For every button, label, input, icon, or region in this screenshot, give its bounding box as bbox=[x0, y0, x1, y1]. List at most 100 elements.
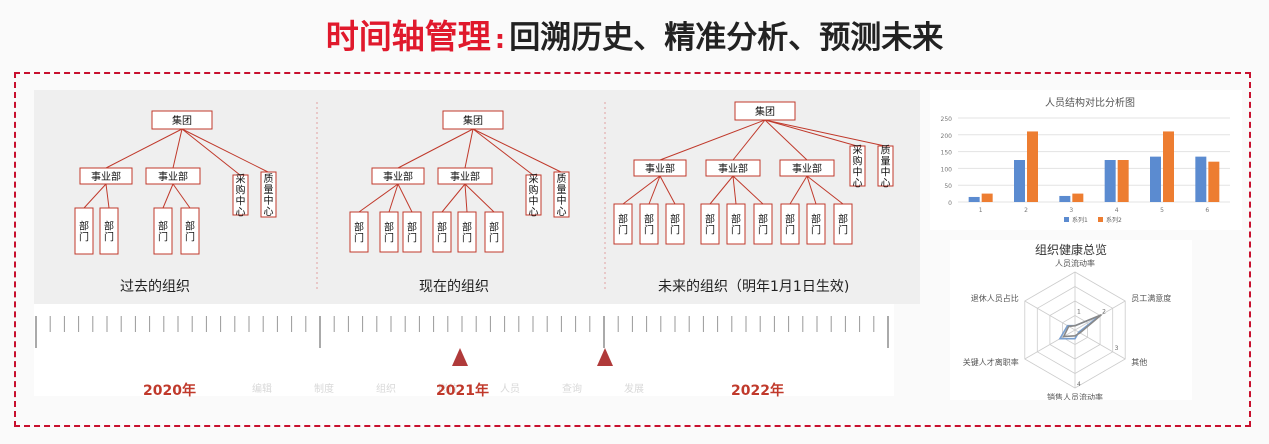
present-org-procure-node[interactable] bbox=[525, 174, 542, 216]
org-connector bbox=[441, 183, 466, 213]
present-org-dept-node-1-2-char: 部 bbox=[384, 221, 394, 234]
org-connector bbox=[397, 128, 474, 169]
past-org-dept-node-1-2[interactable] bbox=[99, 207, 119, 255]
present-org-dept-node-1-3-char: 门 bbox=[407, 232, 417, 245]
bar-1-1[interactable] bbox=[968, 196, 980, 202]
future-org-quality-node-char: 中 bbox=[881, 166, 891, 179]
present-org-dept-node-1-3[interactable] bbox=[402, 211, 422, 253]
radar-axis-label: 其他 bbox=[1131, 357, 1147, 367]
year-label-2020[interactable]: 2020年 bbox=[143, 383, 196, 399]
bar-2-2[interactable] bbox=[1027, 131, 1038, 202]
bar-2-6[interactable] bbox=[1208, 161, 1220, 202]
radar-spoke bbox=[1074, 329, 1126, 360]
future-org-dept-node-2-1-char: 部 bbox=[705, 213, 715, 226]
present-org-quality-node-char: 质 bbox=[557, 173, 567, 185]
past-org-procure-node-char: 中 bbox=[236, 195, 246, 208]
bar-x-tick: 2 bbox=[1024, 207, 1028, 214]
present-org-dept-node-2-2-char: 部 bbox=[462, 221, 472, 234]
future-org-procure-node-char: 购 bbox=[853, 155, 863, 168]
radar-spoke bbox=[1024, 329, 1076, 360]
past-org-dept-node-2-1-char: 门 bbox=[158, 231, 168, 244]
bar-1-5[interactable] bbox=[1150, 156, 1161, 202]
radar-tick: 1 bbox=[1077, 309, 1081, 316]
present-org-quality-node[interactable] bbox=[553, 171, 570, 218]
bar-y-tick: 50 bbox=[944, 183, 952, 190]
present-org-procure-node-char: 心 bbox=[529, 207, 539, 219]
future-org-dept-node-1-3[interactable] bbox=[665, 203, 685, 245]
future-org-procure-node-char: 采 bbox=[853, 145, 863, 157]
future-org-dept-node-2-3[interactable] bbox=[753, 203, 773, 245]
timeline-faded-label: 组织 bbox=[376, 382, 396, 395]
future-org-dept-node-2-1-char: 门 bbox=[705, 224, 715, 237]
timeline-faded-label: 人员 bbox=[500, 383, 520, 395]
bar-x-tick: 5 bbox=[1160, 207, 1164, 214]
future-org-dept-node-3-3[interactable] bbox=[833, 203, 853, 245]
org-connector bbox=[764, 119, 808, 161]
bar-2-3[interactable] bbox=[1072, 193, 1084, 202]
bar-1-2[interactable] bbox=[1014, 160, 1025, 202]
past-org-dept-node-2-1[interactable] bbox=[153, 207, 173, 255]
timeline-marker-present[interactable] bbox=[452, 348, 468, 366]
future-org-dept-node-3-1[interactable] bbox=[780, 203, 800, 245]
present-org-procure-node-char: 购 bbox=[529, 184, 539, 197]
radar-series-2[interactable] bbox=[1062, 314, 1102, 338]
radar-axis-label: 退休人员占比 bbox=[971, 293, 1019, 303]
past-org-quality-node[interactable] bbox=[260, 171, 277, 218]
future-org-dept-node-2-2[interactable] bbox=[726, 203, 746, 245]
present-org-dept-node-2-2[interactable] bbox=[457, 211, 477, 253]
org-charts-svg: 集团事业部部门部门事业部部门部门采购中心质量中心集团事业部部门部门部门事业部部门… bbox=[74, 101, 894, 290]
radar-axis-label: 人员流动率 bbox=[1055, 258, 1095, 268]
org-connector bbox=[172, 183, 191, 209]
radar-axis-label: 销售人员流动率 bbox=[1047, 392, 1103, 400]
present-org-division-node-1-label: 事业部 bbox=[383, 170, 413, 183]
org-connector bbox=[464, 128, 474, 169]
bar-2-5[interactable] bbox=[1163, 131, 1174, 202]
legend-swatch bbox=[1064, 217, 1069, 222]
year-label-2021[interactable]: 2021年 bbox=[436, 383, 489, 399]
bar-1-4[interactable] bbox=[1104, 160, 1116, 202]
bar-2-1[interactable] bbox=[981, 193, 993, 202]
past-org-division-node-2-label: 事业部 bbox=[158, 170, 188, 183]
future-org-dept-node-1-1[interactable] bbox=[613, 203, 633, 245]
past-org-dept-node-2-2[interactable] bbox=[180, 207, 200, 255]
org-connector bbox=[388, 183, 399, 213]
radar-title: 组织健康总览 bbox=[1035, 242, 1107, 257]
org-connector bbox=[789, 175, 808, 205]
bar-y-tick: 0 bbox=[948, 200, 952, 207]
bar-1-6[interactable] bbox=[1195, 156, 1207, 202]
present-org-dept-node-1-1[interactable] bbox=[349, 211, 369, 253]
past-org-quality-node-char: 量 bbox=[264, 184, 274, 196]
bar-x-tick: 1 bbox=[979, 207, 983, 214]
future-org-quality-node-char: 量 bbox=[881, 156, 891, 168]
present-org-procure-node-char: 中 bbox=[529, 195, 539, 208]
year-label-2022[interactable]: 2022年 bbox=[731, 383, 784, 399]
past-org-dept-node-2-2-char: 部 bbox=[185, 220, 195, 233]
present-org-dept-node-2-3[interactable] bbox=[484, 211, 504, 253]
future-org-dept-node-1-2[interactable] bbox=[639, 203, 659, 245]
future-org-dept-node-2-3-char: 部 bbox=[758, 213, 768, 226]
radar-axis-label: 关键人才离职率 bbox=[963, 357, 1019, 367]
future-org-caption[interactable]: 未来的组织（明年1月1日生效) bbox=[658, 279, 850, 295]
bar-1-3[interactable] bbox=[1059, 195, 1071, 202]
future-org-dept-node-2-3-char: 门 bbox=[758, 224, 768, 237]
past-org-caption[interactable]: 过去的组织 bbox=[120, 279, 190, 295]
future-org-dept-node-2-1[interactable] bbox=[700, 203, 720, 245]
future-org-dept-node-3-2[interactable] bbox=[806, 203, 826, 245]
present-org-dept-node-2-1[interactable] bbox=[432, 211, 452, 253]
org-connector bbox=[83, 183, 107, 209]
future-org-division-node-2-label: 事业部 bbox=[718, 162, 748, 175]
present-org-dept-node-1-2[interactable] bbox=[379, 211, 399, 253]
past-org-procure-node[interactable] bbox=[232, 174, 249, 216]
radar-tick: 2 bbox=[1102, 309, 1106, 316]
past-org-dept-node-1-2-char: 门 bbox=[104, 231, 114, 244]
timeline-marker-future[interactable] bbox=[597, 348, 613, 366]
org-connector bbox=[472, 128, 534, 176]
bar-2-4[interactable] bbox=[1117, 160, 1129, 202]
present-org-dept-node-1-1-char: 门 bbox=[354, 232, 364, 245]
past-org-procure-node-char: 购 bbox=[236, 184, 246, 197]
future-org-procure-node[interactable] bbox=[849, 145, 866, 187]
future-org-procure-node-char: 心 bbox=[853, 178, 863, 190]
present-org-caption[interactable]: 现在的组织 bbox=[419, 279, 489, 295]
past-org-dept-node-1-1[interactable] bbox=[74, 207, 94, 255]
future-org-quality-node[interactable] bbox=[877, 145, 894, 187]
